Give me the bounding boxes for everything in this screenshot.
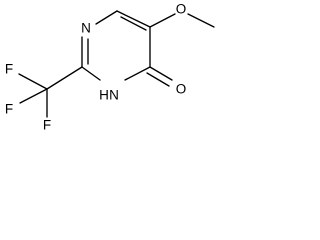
bond-cf3-f1 — [18, 73, 48, 90]
bond-n3-c4 — [124, 66, 151, 81]
bond-c6-c5 — [116, 10, 151, 28]
atom-o-methoxy: O — [176, 2, 187, 17]
bond-c6-c5-double — [120, 16, 147, 31]
bond-c2-n3 — [81, 66, 101, 81]
atom-n-top: N — [81, 21, 91, 36]
atom-f2: F — [5, 102, 13, 117]
atom-nh-h: H — [99, 88, 109, 103]
bond-c6-n1 — [95, 10, 118, 25]
bond-cf3-f2 — [19, 88, 48, 104]
chemical-structure: N H N O O F F F — [5, 2, 215, 133]
bond-c4-o-double-a — [149, 66, 173, 81]
bond-c4-o-double-b — [146, 72, 170, 87]
bond-c2-cf3 — [46, 66, 83, 90]
bond-o-ch3 — [187, 13, 215, 28]
atom-o-carbonyl: O — [176, 82, 187, 97]
bond-c5-o — [149, 13, 176, 28]
atom-f3: F — [43, 118, 51, 133]
atom-f1: F — [5, 62, 13, 77]
atom-nh: N — [109, 88, 119, 103]
